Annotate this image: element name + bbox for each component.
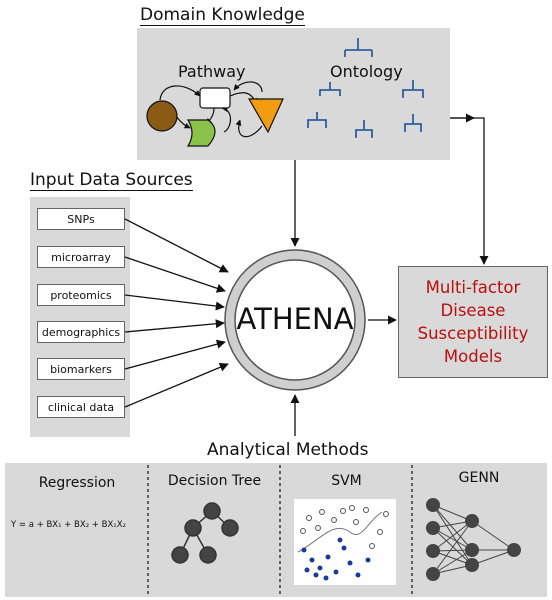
ontology-label: Ontology [330, 62, 403, 81]
regression-formula: Y = a + BX₁ + BX₂ + BX₁X₂ [11, 520, 126, 530]
svm-title: SVM [331, 473, 362, 489]
genn-title: GENN [458, 470, 500, 486]
methods-panel [5, 463, 547, 597]
connector-arrows [124, 113, 489, 436]
source-microarray: microarray [37, 246, 125, 268]
output-line-3: Susceptibility [417, 324, 529, 343]
domain-knowledge-title: Domain Knowledge [140, 5, 305, 26]
methods-dividers [147, 465, 413, 595]
athena-label: ATHENA [236, 302, 354, 336]
output-line-2: Disease [440, 301, 506, 320]
decision-tree-icon [171, 502, 239, 564]
domain-knowledge-panel [137, 28, 450, 160]
decision-tree-title: Decision Tree [167, 473, 262, 489]
source-proteomics: proteomics [37, 284, 125, 306]
source-clinical-data: clinical data [37, 396, 125, 418]
ontology-icon [307, 38, 424, 138]
genn-network-icon [426, 498, 521, 581]
pathway-label: Pathway [178, 62, 246, 81]
output-models-box: Multi-factor Disease Susceptibility Mode… [398, 266, 548, 378]
pathway-icon [146, 81, 284, 147]
source-biomarkers: biomarkers [37, 358, 125, 380]
source-demographics: demographics [37, 321, 125, 343]
input-sources-title: Input Data Sources [30, 170, 193, 191]
svm-plot-icon [294, 499, 396, 585]
regression-title: Regression [38, 475, 116, 491]
output-line-4: Models [443, 347, 503, 366]
source-snps: SNPs [37, 208, 125, 230]
methods-title: Analytical Methods [207, 440, 369, 460]
athena-ring [224, 249, 366, 391]
output-line-1: Multi-factor [425, 278, 521, 297]
